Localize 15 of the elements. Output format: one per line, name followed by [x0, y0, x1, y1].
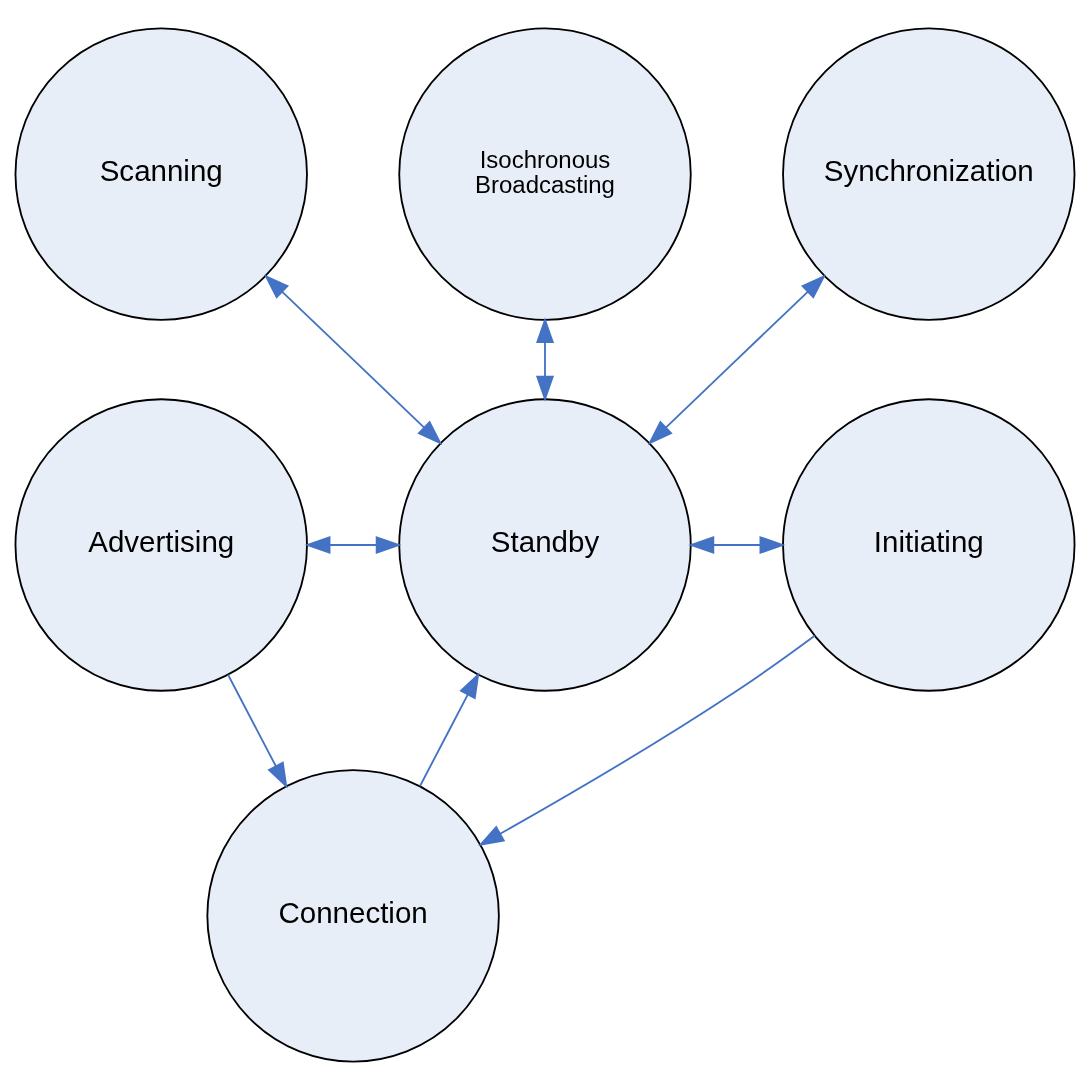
arrow — [419, 671, 480, 787]
arrow — [647, 273, 826, 445]
arrow — [264, 273, 443, 445]
arrow — [304, 535, 402, 554]
node-circle: Advertising — [14, 397, 308, 692]
node-circle: Connection — [206, 768, 500, 1063]
arrow — [535, 316, 555, 402]
arrow — [478, 634, 816, 846]
arrow — [688, 535, 786, 554]
node-circle: Isochronous Broadcasting — [398, 26, 692, 321]
arrow — [227, 673, 288, 788]
node-circle: Initiating — [782, 397, 1076, 692]
node-circle: Standby — [398, 397, 692, 692]
node-circle: Synchronization — [782, 26, 1076, 321]
node-circle: Scanning — [14, 26, 308, 321]
